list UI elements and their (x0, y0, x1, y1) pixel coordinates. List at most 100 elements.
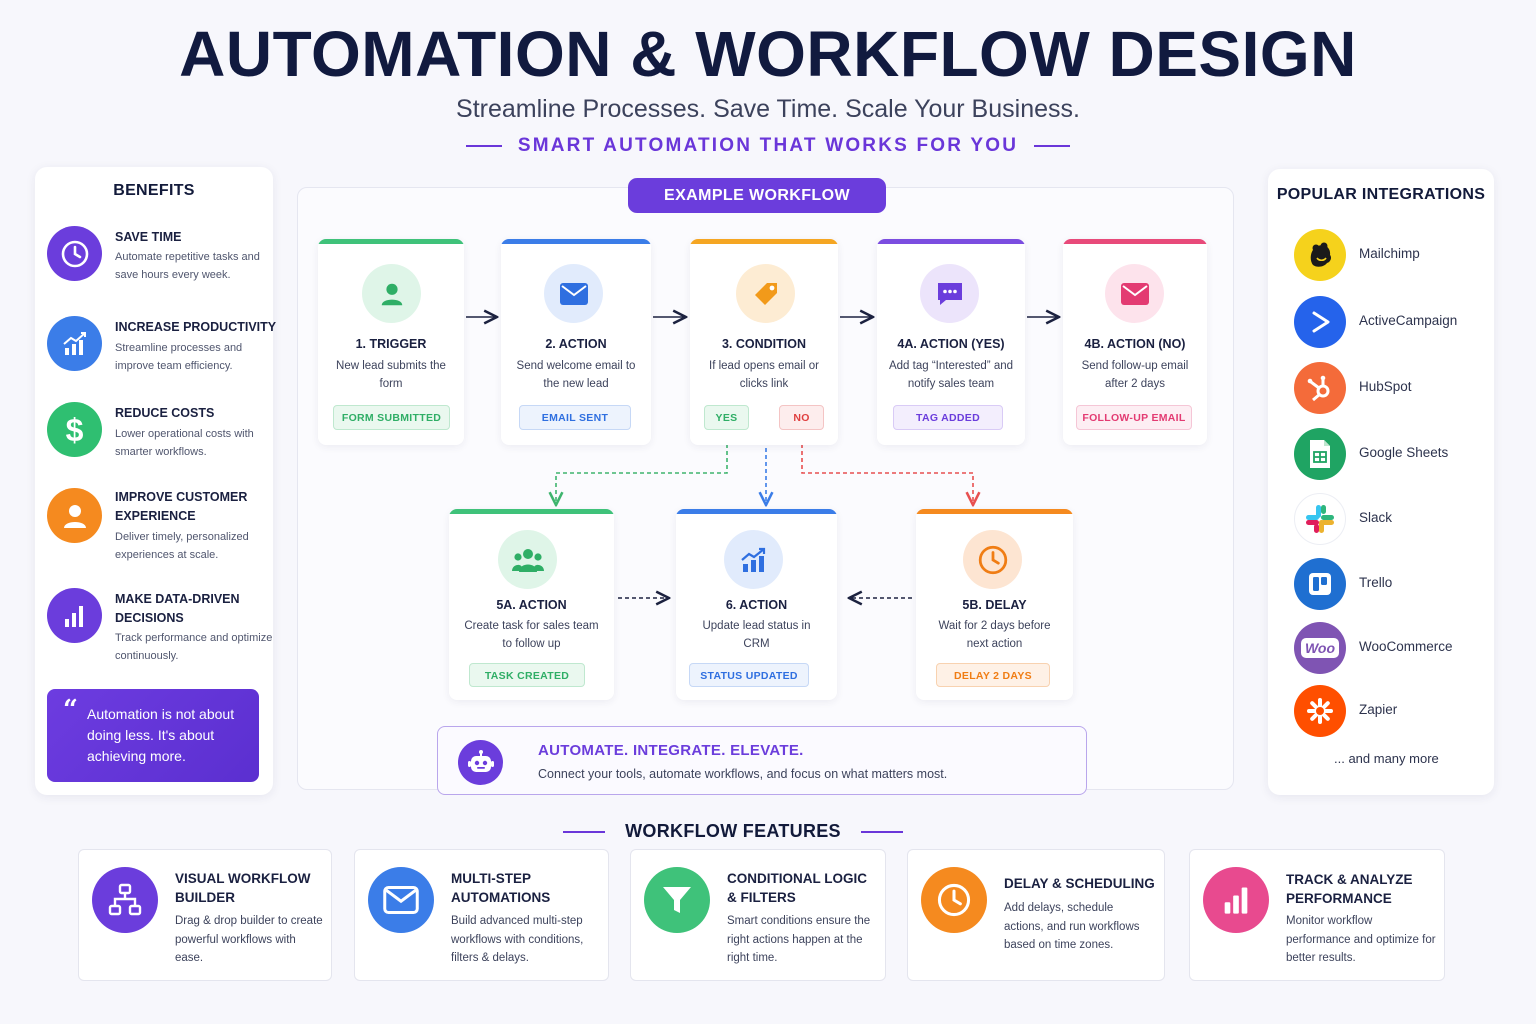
workflow-card-delay[interactable]: 5B. DELAY Wait for 2 days before next ac… (916, 509, 1073, 700)
workflow-card-action-no[interactable]: 4B. ACTION (NO) Send follow-up email aft… (1063, 239, 1207, 445)
card-topbar (1063, 239, 1207, 244)
feature-desc: Monitor workflow performance and optimiz… (1286, 915, 1436, 964)
robot-icon (458, 740, 503, 785)
integration-mailchimp[interactable]: Mailchimp (1294, 229, 1494, 281)
integration-name: Mailchimp (1359, 246, 1420, 261)
automate-banner: AUTOMATE. INTEGRATE. ELEVATE. Connect yo… (437, 726, 1087, 795)
card-title: 5A. ACTION (496, 598, 567, 612)
more-integrations-text: ... and many more (1334, 751, 1439, 766)
card-title: 6. ACTION (725, 598, 788, 612)
card-topbar (676, 509, 837, 514)
card-title: 4B. ACTION (NO) (1084, 337, 1186, 351)
card-desc: Wait for 2 days before next action (938, 620, 1051, 650)
dollar-icon: $ (47, 402, 102, 457)
integration-activecampaign[interactable]: ActiveCampaign (1294, 296, 1494, 348)
mailchimp-icon (1294, 229, 1346, 281)
card-desc: If lead opens email or clicks link (709, 360, 819, 390)
benefits-panel: BENEFITS SAVE TIME Automate repetitive t… (35, 167, 276, 795)
card-topbar (690, 239, 838, 244)
condition-yes-badge: YES (704, 405, 749, 430)
quote-mark-icon: “ (63, 695, 78, 725)
integration-name: Zapier (1359, 702, 1398, 717)
filter-icon (644, 867, 710, 933)
features-rule-right (860, 831, 903, 834)
benefit-desc: Deliver timely, personalized experiences… (115, 531, 249, 561)
integration-name: Slack (1359, 510, 1393, 525)
status-badge: FORM SUBMITTED (333, 405, 450, 430)
page-title: AUTOMATION & WORKFLOW DESIGN (179, 18, 1357, 90)
bar-chart-icon (47, 588, 102, 643)
integrations-title: POPULAR INTEGRATIONS (1276, 186, 1486, 203)
sitemap-icon (92, 867, 158, 933)
feature-delay-scheduling: DELAY & SCHEDULING Add delays, schedule … (907, 849, 1165, 981)
card-desc: Update lead status in CRM (702, 620, 811, 650)
workflow-card-action-yes[interactable]: 4A. ACTION (YES) Add tag “Interested” an… (877, 239, 1025, 445)
card-title: 5B. DELAY (962, 598, 1027, 612)
google-sheets-icon (1294, 428, 1346, 480)
growth-chart-icon (724, 530, 783, 589)
feature-track-analyze: TRACK & ANALYZE PERFORMANCE Monitor work… (1189, 849, 1445, 981)
chat-icon (920, 264, 979, 323)
user-icon (47, 488, 102, 543)
card-topbar (318, 239, 464, 244)
card-topbar (877, 239, 1025, 244)
workflow-card-action-email[interactable]: 2. ACTION Send welcome email to the new … (501, 239, 651, 445)
clock-icon (963, 530, 1022, 589)
integration-woocommerce[interactable]: Woo WooCommerce (1294, 622, 1494, 674)
integration-zapier[interactable]: Zapier (1294, 685, 1494, 737)
benefit-title: SAVE TIME (115, 230, 182, 244)
clock-icon (47, 226, 102, 281)
integration-name: HubSpot (1359, 379, 1412, 394)
integration-google-sheets[interactable]: Google Sheets (1294, 428, 1494, 480)
integration-trello[interactable]: Trello (1294, 558, 1494, 610)
condition-no-badge: NO (779, 405, 824, 430)
features-rule-left (563, 831, 606, 834)
tagline: SMART AUTOMATION THAT WORKS FOR YOU (0, 133, 1536, 159)
feature-desc: Smart conditions ensure the right action… (727, 915, 871, 964)
slack-icon (1294, 493, 1346, 545)
connector-yes-to-5a (556, 430, 728, 505)
feature-desc: Drag & drop builder to create powerful w… (175, 915, 323, 964)
card-title: 3. CONDITION (721, 337, 807, 351)
integration-slack[interactable]: Slack (1294, 493, 1494, 545)
feature-title: DELAY & SCHEDULING (1004, 876, 1155, 891)
status-badge: TASK CREATED (469, 663, 585, 687)
workflow-card-trigger[interactable]: 1. TRIGGER New lead submits the form FOR… (318, 239, 464, 445)
clock-icon (921, 867, 987, 933)
integration-name: Google Sheets (1359, 445, 1449, 460)
trello-icon (1294, 558, 1346, 610)
feature-visual-builder: VISUAL WORKFLOW BUILDER Drag & drop buil… (78, 849, 332, 981)
card-desc: Add tag “Interested” and notify sales te… (888, 360, 1014, 390)
team-icon (498, 530, 557, 589)
user-icon (362, 264, 421, 323)
card-title: 4A. ACTION (YES) (897, 337, 1005, 351)
activecampaign-icon (1294, 296, 1346, 348)
integration-hubspot[interactable]: HubSpot (1294, 362, 1494, 414)
feature-conditional-logic: CONDITIONAL LOGIC & FILTERS Smart condit… (630, 849, 886, 981)
benefit-title: INCREASE PRODUCTIVITY (115, 320, 277, 334)
card-desc: Create task for sales team to follow up (464, 620, 599, 650)
example-workflow-badge: EXAMPLE WORKFLOW (628, 178, 886, 213)
email-icon (1105, 264, 1164, 323)
features-title: WORKFLOW FEATURES (0, 821, 1466, 842)
tagline-text: SMART AUTOMATION THAT WORKS FOR YOU (517, 135, 1019, 156)
card-desc: Send welcome email to the new lead (516, 360, 636, 390)
status-badge: DELAY 2 DAYS (936, 663, 1050, 687)
email-icon (544, 264, 603, 323)
growth-chart-icon (47, 316, 102, 371)
feature-title: MULTI-STEP AUTOMATIONS (451, 871, 551, 905)
tagline-rule-left (465, 144, 502, 147)
tagline-rule-right (1034, 144, 1071, 147)
email-icon (368, 867, 434, 933)
card-desc: New lead submits the form (336, 360, 446, 390)
benefit-title: MAKE DATA-DRIVEN DECISIONS (115, 592, 240, 625)
card-topbar (449, 509, 614, 514)
feature-title: CONDITIONAL LOGIC & FILTERS (727, 871, 867, 905)
workflow-card-update-crm[interactable]: 6. ACTION Update lead status in CRM STAT… (676, 509, 837, 700)
card-desc: Send follow-up email after 2 days (1081, 360, 1189, 390)
workflow-card-condition[interactable]: 3. CONDITION If lead opens email or clic… (690, 239, 838, 445)
integrations-panel: POPULAR INTEGRATIONS Mailchimp ActiveCam… (1268, 169, 1494, 795)
workflow-card-create-task[interactable]: 5A. ACTION Create task for sales team to… (449, 509, 614, 700)
status-badge: EMAIL SENT (519, 405, 631, 430)
